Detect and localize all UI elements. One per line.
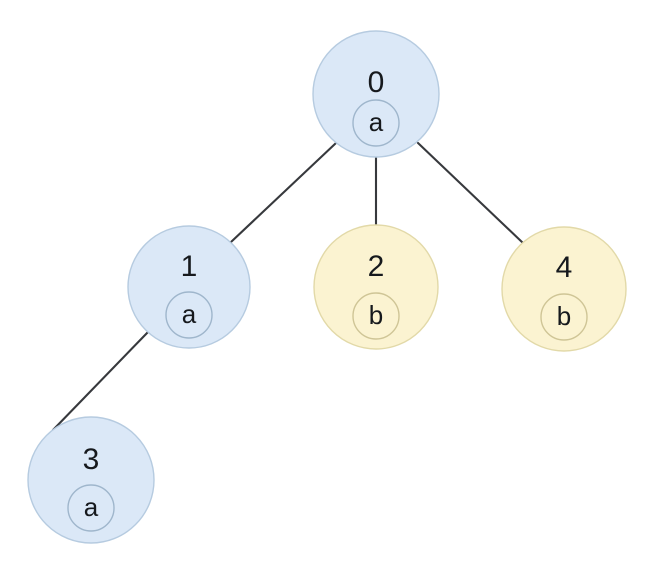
node-0[interactable]: 0a [312, 30, 440, 158]
node-0-outer-circle[interactable] [312, 30, 440, 158]
node-1-id-text: 1 [181, 250, 198, 283]
node-2[interactable]: 2b [313, 224, 439, 350]
node-1[interactable]: 1a [127, 225, 251, 349]
node-3-inner-circle [67, 484, 115, 532]
node-1-outer-circle[interactable] [127, 225, 251, 349]
node-4-id-text: 4 [556, 251, 573, 284]
node-3-label-text: a [84, 492, 99, 522]
node-4[interactable]: 4b [501, 226, 627, 352]
node-0-inner-circle [352, 99, 400, 147]
edge-0-1 [229, 141, 338, 244]
node-3-outer-circle[interactable] [27, 416, 155, 544]
node-4-inner-circle [540, 293, 588, 341]
node-4-outer-circle[interactable] [501, 226, 627, 352]
node-1-inner-circle [165, 291, 213, 339]
node-2-label-text: b [369, 300, 383, 330]
node-2-id-text: 2 [368, 250, 385, 283]
node-3-id-text: 3 [83, 443, 100, 476]
node-2-inner-circle [352, 292, 400, 340]
node-0-id-text: 0 [368, 66, 385, 99]
node-0-label-text: a [369, 107, 384, 137]
node-3[interactable]: 3a [27, 416, 155, 544]
edge-0-4 [416, 141, 525, 245]
node-2-outer-circle[interactable] [313, 224, 439, 350]
node-4-label-text: b [557, 301, 571, 331]
node-1-label-text: a [182, 299, 197, 329]
edges-layer [51, 141, 525, 432]
edge-1-3 [51, 330, 150, 432]
